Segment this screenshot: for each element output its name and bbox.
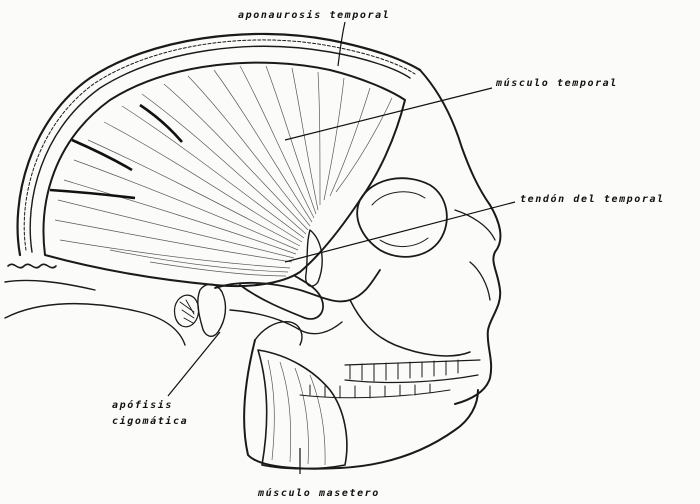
zygomatic-process <box>198 284 226 336</box>
orbit-inner <box>372 192 428 247</box>
label-temporal-muscle: músculo temporal <box>495 77 618 89</box>
label-masseter: músculo masetero <box>257 487 380 499</box>
temporal-muscle-outline <box>44 63 405 286</box>
label-aponeurosis: aponaurosis temporal <box>238 9 390 21</box>
occipital-lines <box>5 280 185 345</box>
aponeurosis-outline <box>18 34 420 255</box>
lower-teeth <box>300 384 450 398</box>
mastoid-detail <box>175 295 199 327</box>
maxilla <box>350 300 470 356</box>
label-zygomatic-line1: apófisis <box>112 399 173 411</box>
masseter-outline <box>258 350 347 469</box>
skull-drawing <box>5 34 500 469</box>
temporal-fibers <box>55 66 392 276</box>
temporal-dark-stroke-3 <box>72 140 132 170</box>
mandible-ramus <box>255 322 302 345</box>
nasal-region <box>455 210 495 300</box>
temporal-muscle <box>44 63 405 319</box>
temporal-dark-stroke-2 <box>50 190 135 198</box>
leader-zygomatic <box>168 332 220 396</box>
mandible <box>244 340 478 469</box>
eye-orbit <box>357 178 447 257</box>
leader-tendon <box>285 202 515 262</box>
leader-temporal-muscle <box>285 88 492 140</box>
scalp-wave <box>8 264 56 267</box>
skull-profile <box>420 70 500 404</box>
label-tendon: tendón del temporal <box>520 193 665 205</box>
temporal-dark-stroke-1 <box>140 105 182 142</box>
leader-lines <box>168 22 515 474</box>
upper-teeth <box>345 360 480 382</box>
label-zygomatic-line2: cigomática <box>112 415 188 427</box>
